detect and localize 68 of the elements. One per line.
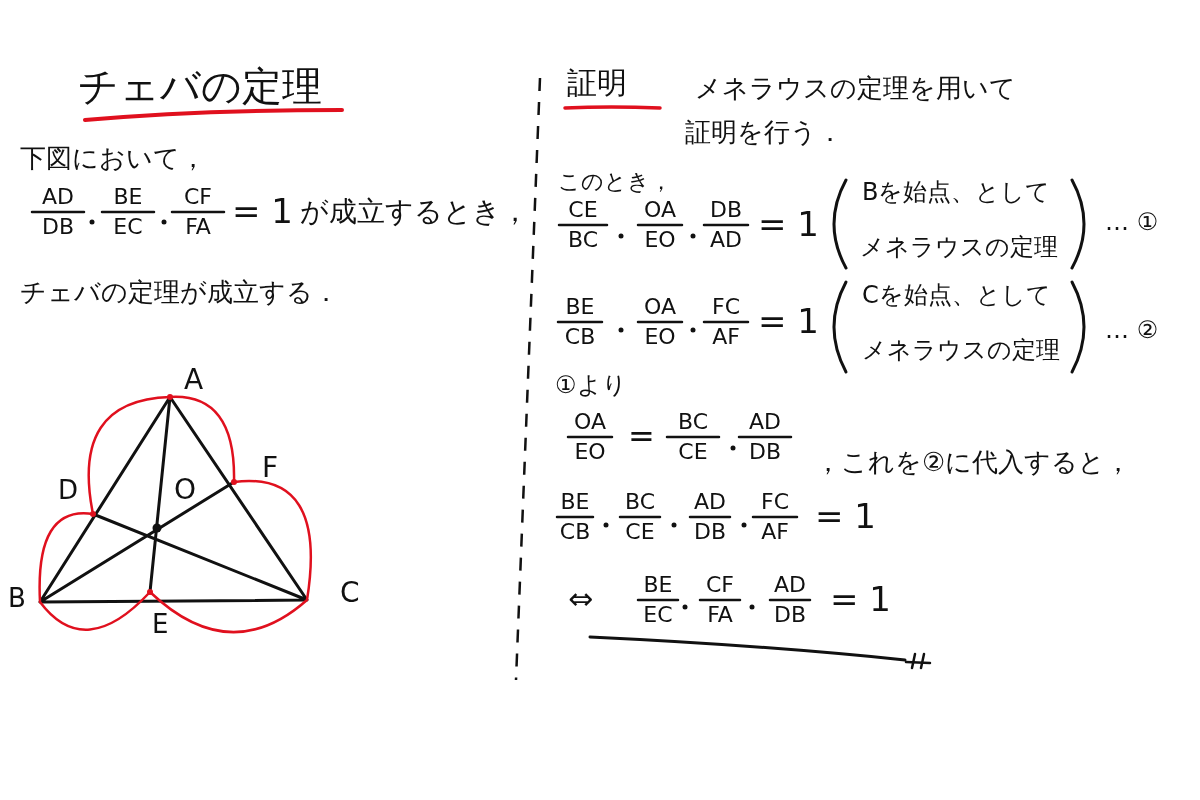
fraction-numerator: AD [749, 409, 781, 434]
fraction-numerator: BE [560, 489, 590, 514]
note-text: メネラウスの定理 [862, 336, 1060, 364]
fraction-denominator: EO [644, 228, 676, 253]
fraction-numerator: OA [644, 294, 676, 319]
equation-text: = 1 [815, 498, 876, 536]
point-label: D [58, 475, 79, 505]
fraction-denominator: EO [574, 440, 606, 465]
fraction-numerator: BE [113, 184, 143, 209]
fraction-numerator: DB [710, 197, 742, 222]
fraction-denominator: DB [749, 440, 781, 465]
point-label: C [340, 577, 360, 609]
equation-text: = 1 [758, 303, 819, 341]
fraction-denominator: AF [761, 520, 789, 545]
fraction-numerator: FC [712, 294, 740, 319]
fraction-numerator: FC [761, 489, 789, 514]
fraction-denominator: CE [678, 440, 708, 465]
fraction-denominator: DB [42, 215, 74, 240]
fraction-denominator: FA [707, 603, 733, 628]
equation-reference: … ② [1105, 316, 1159, 344]
body-text: が成立するとき， [300, 196, 529, 228]
fraction-denominator: DB [694, 520, 726, 545]
fraction-numerator: BC [677, 409, 709, 434]
fraction-denominator: FA [185, 215, 211, 240]
body-text: チェバの定理が成立する． [20, 277, 339, 307]
body-text: メネラウスの定理を用いて [695, 73, 1016, 103]
fraction-denominator: BC [567, 228, 599, 253]
title: チェバの定理 [78, 64, 322, 108]
body-text: 証明を行う． [685, 117, 843, 147]
note-text: Bを始点、として [862, 178, 1051, 206]
fraction-denominator: EC [643, 603, 673, 628]
point-label: A [184, 364, 204, 396]
point-label: O [174, 474, 197, 506]
fraction-denominator: AD [710, 228, 742, 253]
body-text: ，これを②に代入すると， [815, 447, 1132, 477]
body-text: 下図において， [20, 143, 206, 173]
fraction-numerator: AD [774, 572, 806, 597]
body-text: ①より [555, 371, 627, 399]
fraction-numerator: BE [643, 572, 673, 597]
point-label: B [8, 583, 26, 613]
fraction-numerator: BC [624, 489, 656, 514]
fraction-numerator: BE [565, 294, 595, 319]
equation-text: = 1 [232, 193, 293, 231]
equivalence-symbol: ⇔ [568, 581, 594, 615]
note-text: メネラウスの定理 [860, 233, 1058, 261]
fraction-denominator: EO [644, 325, 676, 350]
fraction-numerator: AD [694, 489, 726, 514]
fraction-denominator: EC [113, 215, 143, 240]
equation-text: = [628, 419, 655, 455]
fraction-denominator: CB [564, 325, 596, 350]
equation-text: = 1 [830, 581, 891, 619]
body-text: このとき， [558, 169, 672, 195]
fraction-numerator: CF [184, 184, 212, 209]
fraction-denominator: CE [625, 520, 655, 545]
equation-reference: … ① [1105, 208, 1159, 236]
heading: 証明 [567, 65, 627, 99]
point-label: F [262, 452, 279, 484]
fraction-numerator: OA [574, 409, 606, 434]
note-text: Cを始点、として [862, 281, 1051, 309]
equation-text: = 1 [758, 206, 819, 244]
fraction-numerator: OA [644, 197, 676, 222]
fraction-denominator: CB [559, 520, 591, 545]
fraction-numerator: CF [706, 572, 734, 597]
point-label: E [152, 609, 169, 639]
fraction-denominator: DB [774, 603, 806, 628]
fraction-numerator: CE [568, 197, 598, 222]
fraction-denominator: AF [712, 325, 740, 350]
fraction-numerator: AD [42, 184, 74, 209]
